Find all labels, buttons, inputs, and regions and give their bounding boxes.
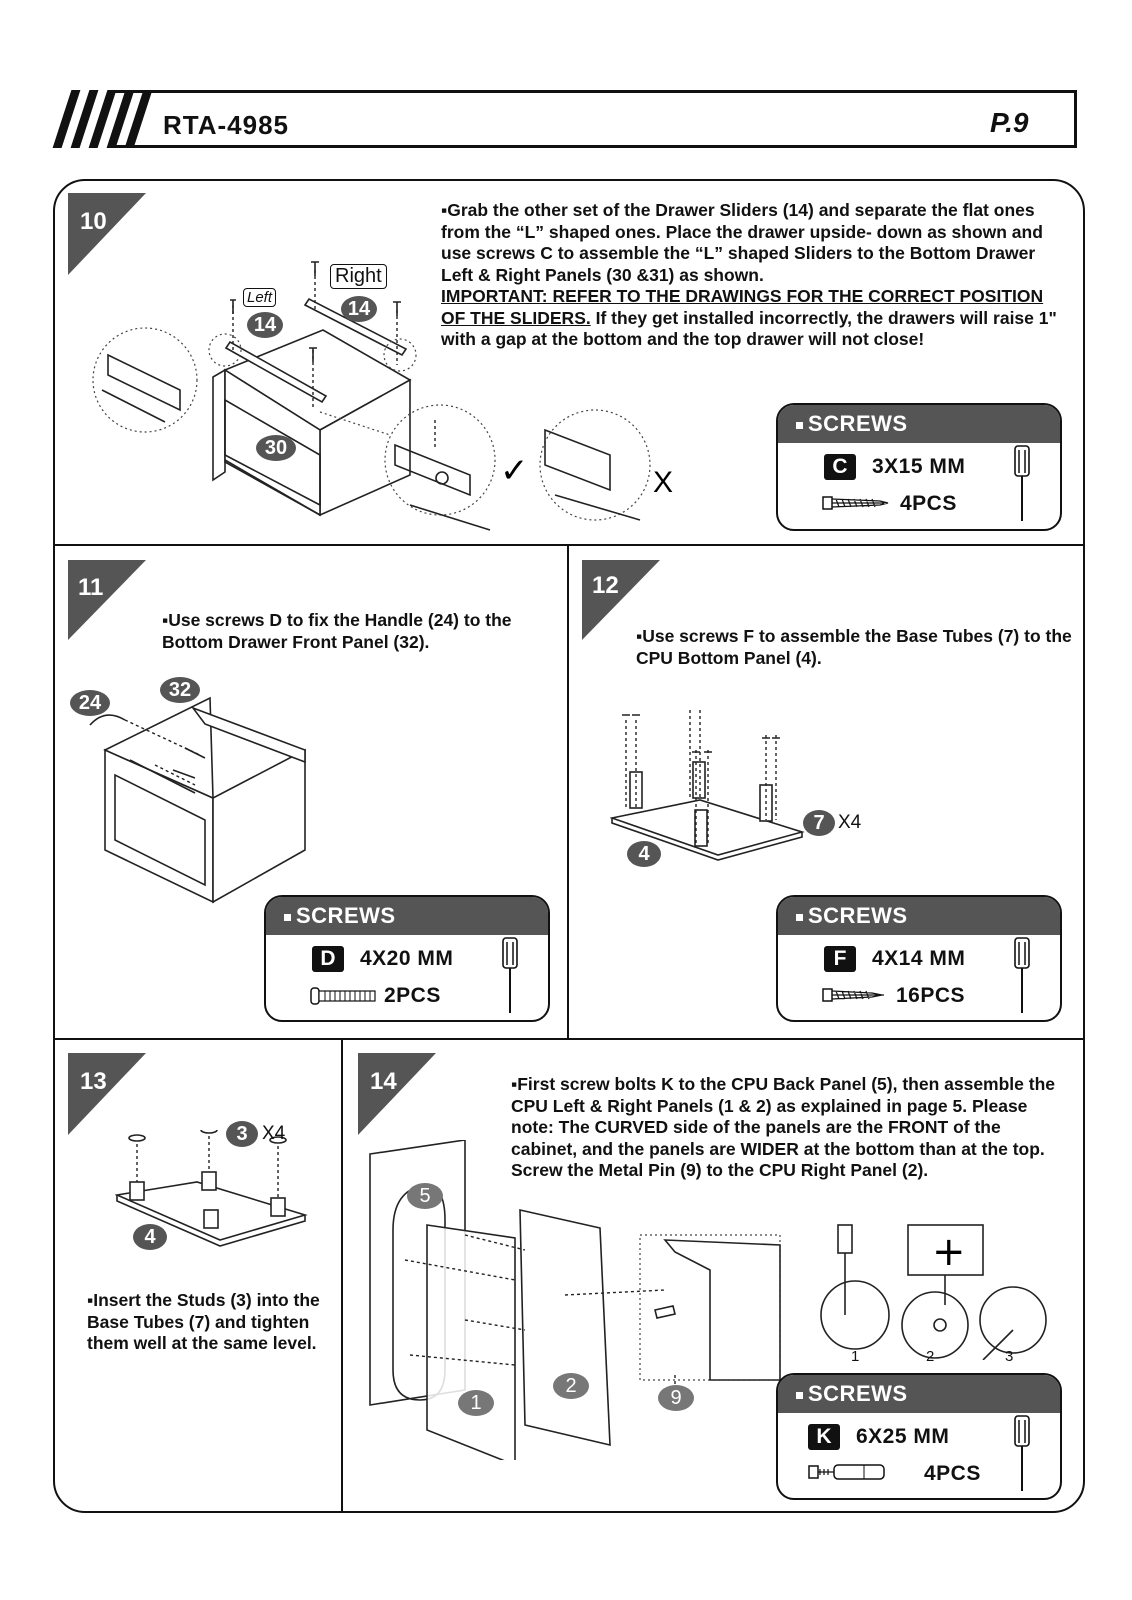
step-14-number: 14	[370, 1068, 397, 1095]
tube-multiplier: X4	[838, 812, 862, 833]
screw-code-k: K	[808, 1424, 840, 1450]
step-10-text2: If they get installed incorrectly, the d…	[441, 307, 1057, 350]
badge-14-right: 14	[341, 296, 377, 322]
page-number: P.9	[990, 107, 1029, 138]
badge-30: 30	[256, 435, 296, 461]
screwdriver-icon	[1014, 937, 1030, 1013]
step-14-instructions: ▪First screw bolts K to the CPU Back Pan…	[511, 1074, 1071, 1182]
screw-icon	[822, 496, 889, 510]
divider-row1	[54, 544, 1084, 546]
instruction-frame	[53, 179, 1085, 1513]
badge-3: 3	[226, 1121, 258, 1147]
step-11-instructions: ▪Use screws D to fix the Handle (24) to …	[162, 610, 562, 653]
badge-14-left: 14	[247, 312, 283, 338]
correct-mark: ✓	[500, 451, 529, 491]
step-10-text1: Grab the other set of the Drawer Sliders…	[441, 200, 1043, 285]
step-13-illustration	[115, 1130, 308, 1247]
step-11-marker	[68, 560, 146, 640]
screw-qty-c: 4PCS	[900, 492, 957, 515]
screwdriver-icon	[502, 937, 518, 1013]
screw-qty-d: 2PCS	[384, 984, 441, 1007]
screw-code-d: D	[312, 946, 344, 972]
screw-code-f: F	[824, 946, 856, 972]
badge-4-step13: 4	[133, 1224, 167, 1250]
step-12-text: Use screws F to assemble the Base Tubes …	[636, 626, 1072, 668]
screws-box-d: SCREWS D 4X20 MM 2PCS	[264, 895, 550, 1022]
step-10-number: 10	[80, 208, 107, 235]
screws-box-f: SCREWS F 4X14 MM 16PCS	[776, 895, 1062, 1022]
step-10-instructions: ▪Grab the other set of the Drawer Slider…	[441, 200, 1061, 351]
screw-size-d: 4X20 MM	[360, 947, 454, 970]
stud-multiplier: X4	[262, 1123, 286, 1144]
step-10-important: IMPORTANT: REFER TO THE DRAWINGS FOR THE…	[441, 286, 1044, 328]
screw-code-c: C	[824, 454, 856, 480]
step-12-number: 12	[592, 572, 619, 599]
screw-icon	[310, 987, 376, 1005]
screw-qty-f: 16PCS	[896, 984, 966, 1007]
badge-2: 2	[553, 1373, 589, 1399]
badge-1: 1	[458, 1390, 494, 1416]
step-12-instructions: ▪Use screws F to assemble the Base Tubes…	[636, 626, 1076, 669]
divider-col-row3	[341, 1038, 343, 1512]
label-left: Left	[243, 288, 277, 307]
step-14-substeps: +	[820, 1224, 1047, 1360]
step-12-illustration	[610, 710, 805, 861]
svg-text:+: +	[932, 1229, 966, 1275]
step-10-marker	[68, 193, 146, 275]
screwdriver-icon	[1014, 445, 1030, 521]
badge-32: 32	[160, 677, 200, 703]
step-14-text1: First screw bolts K to the CPU Back Pane…	[511, 1074, 1056, 1159]
screws-header: SCREWS	[778, 897, 1060, 935]
screw-icon	[822, 988, 884, 1002]
screws-header: SCREWS	[778, 1375, 1060, 1413]
badge-7: 7	[803, 810, 835, 836]
wrong-mark: X	[653, 466, 673, 499]
header-box	[110, 90, 1077, 148]
divider-col-row2	[567, 544, 569, 1038]
step-13-instructions: ▪Insert the Studs (3) into the Base Tube…	[87, 1290, 327, 1355]
screw-size-c: 3X15 MM	[872, 455, 966, 478]
bolt-icon	[808, 1464, 885, 1480]
screw-size-f: 4X14 MM	[872, 947, 966, 970]
step-11-illustration	[89, 696, 306, 904]
substep-1-label: 1	[851, 1348, 860, 1365]
step-14-marker	[358, 1053, 436, 1135]
step-11-text: Use screws D to fix the Handle (24) to t…	[162, 610, 512, 652]
step-10-illustration: ✓ X	[92, 261, 673, 531]
substep-3-label: 3	[1005, 1348, 1014, 1365]
bullet: ▪	[162, 610, 169, 630]
screwdriver-icon	[1014, 1415, 1030, 1491]
step-13-text: Insert the Studs (3) into the Base Tubes…	[87, 1290, 320, 1353]
badge-4-step12: 4	[627, 841, 661, 867]
badge-9: 9	[658, 1385, 694, 1411]
bullet: ▪	[441, 200, 448, 220]
step-14-text2: Screw the Metal Pin (9) to the CPU Right…	[511, 1160, 929, 1180]
label-right: Right	[330, 264, 387, 289]
step-12-marker	[582, 560, 660, 640]
step-13-marker	[68, 1053, 146, 1135]
bullet: ▪	[87, 1290, 94, 1310]
screw-size-k: 6X25 MM	[856, 1425, 950, 1448]
step-11-number: 11	[78, 574, 104, 601]
screws-box-c: SCREWS C 3X15 MM 4PCS	[776, 403, 1062, 531]
divider-row2	[54, 1038, 1084, 1040]
screws-header: SCREWS	[266, 897, 548, 935]
bullet: ▪	[511, 1074, 518, 1094]
badge-24: 24	[70, 690, 110, 716]
screws-box-k: SCREWS K 6X25 MM 4PCS	[776, 1373, 1062, 1500]
bullet: ▪	[636, 626, 643, 646]
substep-2-label: 2	[926, 1348, 935, 1365]
step-13-number: 13	[80, 1068, 107, 1095]
screws-header: SCREWS	[778, 405, 1060, 443]
screw-qty-k: 4PCS	[924, 1462, 981, 1485]
badge-5: 5	[407, 1183, 443, 1209]
model-number: RTA-4985	[163, 110, 290, 140]
